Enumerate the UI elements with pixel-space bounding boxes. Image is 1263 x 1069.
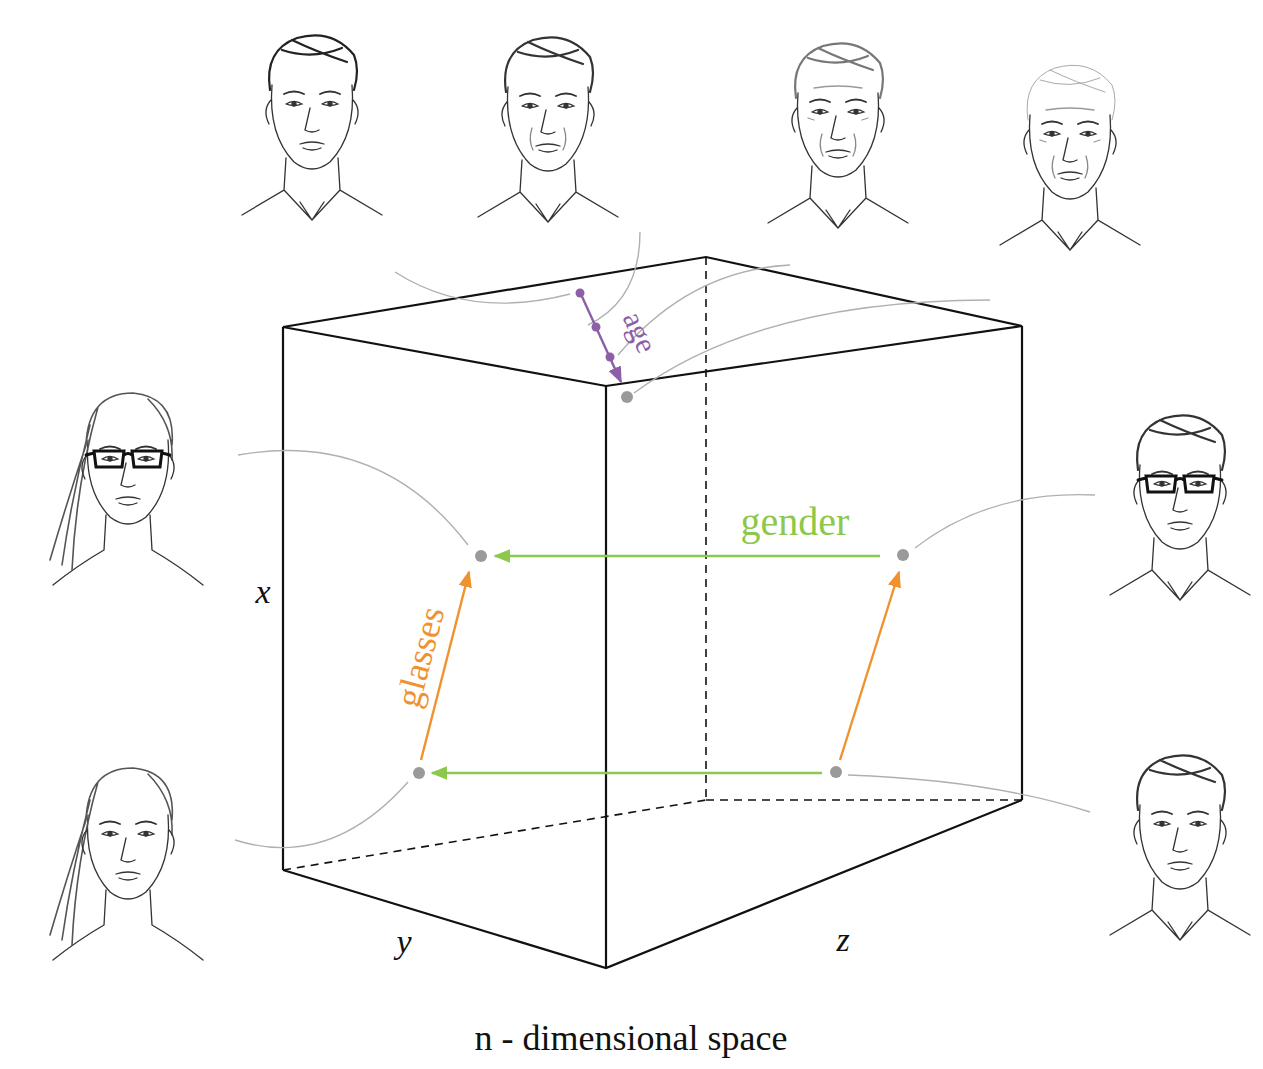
face-sketch	[478, 37, 618, 222]
axis-label: z	[836, 923, 849, 957]
hidden-edge	[705, 257, 707, 800]
faces	[50, 35, 1250, 960]
points	[413, 391, 909, 779]
cube	[283, 257, 1022, 968]
cube-edge	[1021, 326, 1023, 800]
leader-lines	[235, 232, 1095, 848]
face-sketch	[50, 768, 203, 960]
axis-label: y	[396, 925, 411, 959]
cube-edge	[282, 327, 284, 870]
glasses-arrow	[840, 572, 899, 760]
gender-arrow	[495, 555, 880, 557]
hidden-edge	[706, 799, 1022, 801]
caption: n - dimensional space	[475, 1020, 788, 1056]
cube-edge	[605, 386, 607, 968]
leader-line	[395, 272, 570, 303]
cube-edge	[283, 800, 1022, 968]
glasses-label: glasses	[390, 603, 451, 711]
axis-label: x	[255, 575, 270, 609]
face-sketch	[50, 393, 203, 585]
hidden-edge	[283, 800, 706, 870]
gender-arrow	[432, 772, 822, 774]
face-sketch	[768, 43, 908, 228]
face-sketch	[1110, 415, 1250, 600]
age-dots	[576, 289, 615, 362]
leader-line	[238, 451, 468, 545]
leader-line	[588, 232, 640, 325]
leader-line	[848, 775, 1090, 812]
vectors	[413, 289, 909, 780]
face-sketch	[1110, 755, 1250, 940]
face-sketch	[1000, 65, 1140, 250]
leader-line	[235, 782, 408, 848]
face-sketch	[242, 35, 382, 220]
gender-label: gender	[741, 502, 850, 542]
leader-line	[634, 300, 990, 393]
leader-line	[915, 495, 1095, 548]
age-arrow	[579, 290, 621, 382]
age-label: age	[618, 307, 662, 357]
cube-top	[283, 257, 1022, 386]
